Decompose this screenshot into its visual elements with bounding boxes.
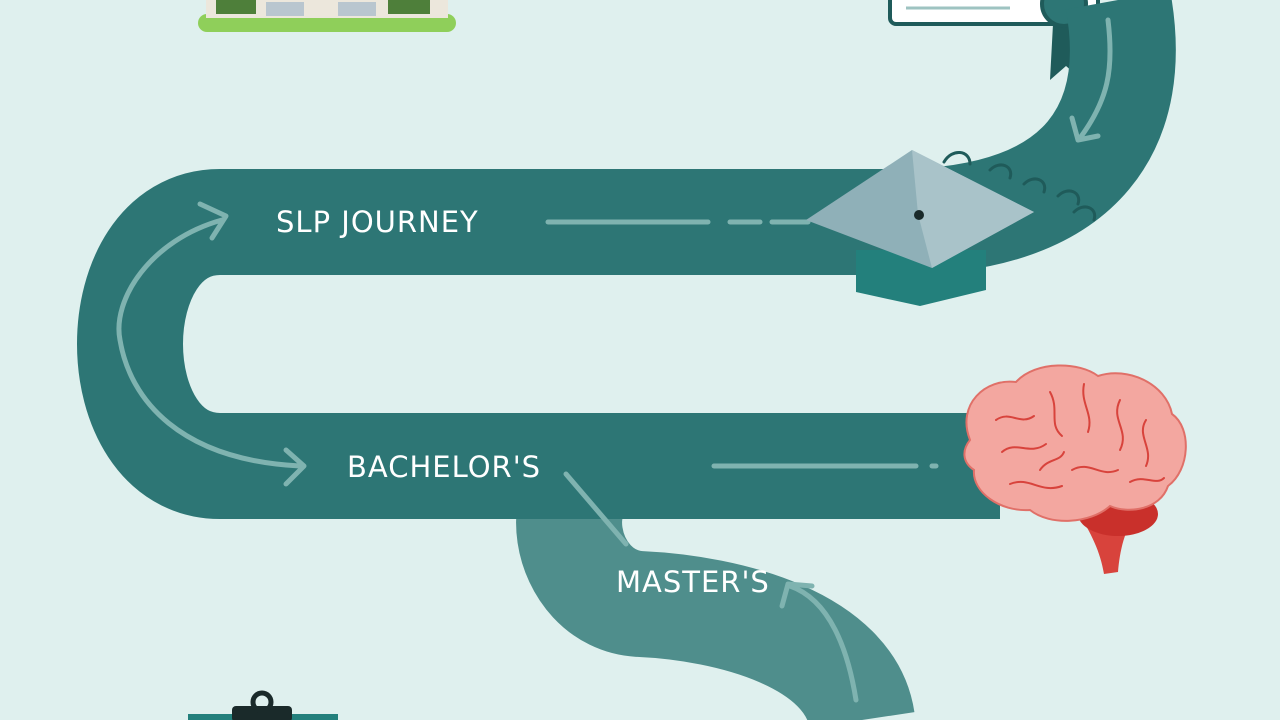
path-arrows	[116, 17, 1113, 703]
building-icon	[198, 0, 456, 32]
label-masters: MASTER'S	[616, 565, 770, 599]
journey-path	[77, 0, 1176, 720]
squiggle-decoration	[942, 151, 1097, 222]
label-bachelors: BACHELOR'S	[347, 450, 541, 484]
graduation-cap-icon	[806, 150, 1034, 306]
label-slp-journey: SLP JOURNEY	[276, 205, 479, 239]
clipboard-icon	[188, 690, 338, 720]
brain-icon	[963, 364, 1187, 574]
